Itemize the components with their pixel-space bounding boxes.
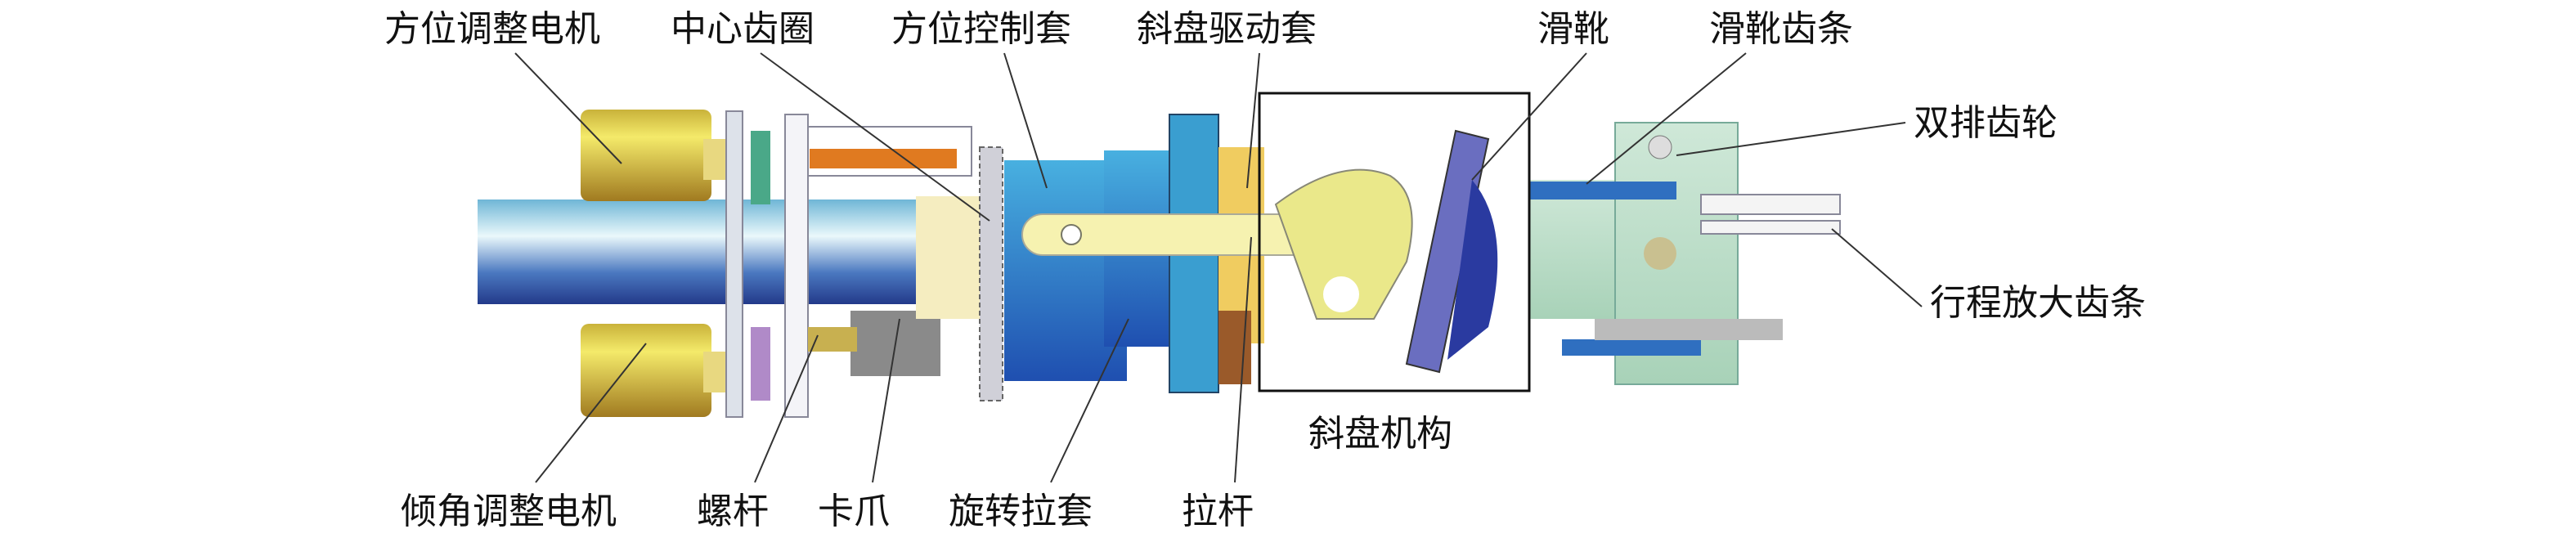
swash-plate: [1405, 129, 1490, 374]
gear-stack: [751, 131, 770, 204]
label-travel-rack: 行程放大齿条: [1930, 282, 2146, 324]
gear-stack: [751, 327, 770, 401]
tilt-motor: [581, 324, 711, 417]
azimuth-motor: [581, 110, 711, 201]
center-gear-ring: [979, 146, 1003, 401]
plate: [725, 110, 743, 418]
motor-shaft: [703, 139, 728, 180]
label-center-gear-ring: 中心齿圈: [671, 8, 815, 50]
pin-hole: [1061, 224, 1082, 245]
slipper-rack: [1529, 182, 1676, 200]
rod: [1700, 220, 1841, 235]
label-azimuth-control-sleeve: 方位控制套: [891, 8, 1071, 50]
label-tilt-motor: 倾角调整电机: [401, 491, 617, 532]
label-double-gear: 双排齿轮: [1914, 102, 2058, 144]
leader-lines: [514, 52, 1923, 483]
label-swash-drive-sleeve: 斜盘驱动套: [1137, 8, 1317, 50]
plate: [784, 114, 809, 418]
gear: [1644, 237, 1676, 270]
sleeve-light: [916, 196, 990, 319]
green-housing: [1529, 180, 1619, 319]
main-pipe: [478, 200, 919, 304]
lower-rack: [1562, 339, 1701, 356]
lower-screw: [1595, 319, 1783, 340]
label-rotating-pull-sleeve: 旋转拉套: [949, 491, 1093, 532]
slipper: [1447, 180, 1498, 360]
label-screw: 螺杆: [697, 491, 769, 532]
label-swash-mechanism: 斜盘机构: [1308, 413, 1452, 455]
label-slipper-rack: 滑靴齿条: [1709, 8, 1853, 50]
swash-link: [1274, 168, 1413, 320]
label-pull-rod: 拉杆: [1182, 491, 1254, 532]
double-gear: [1648, 135, 1672, 159]
link-hole: [1323, 276, 1359, 312]
orange-shaft: [810, 149, 957, 168]
motor-shaft: [703, 352, 728, 392]
label-azimuth-motor: 方位调整电机: [384, 8, 600, 50]
travel-rack: [1700, 194, 1841, 215]
label-slipper: 滑靴: [1537, 8, 1609, 50]
label-claw: 卡爪: [818, 491, 890, 532]
swash-mechanism-frame: [1258, 92, 1531, 392]
